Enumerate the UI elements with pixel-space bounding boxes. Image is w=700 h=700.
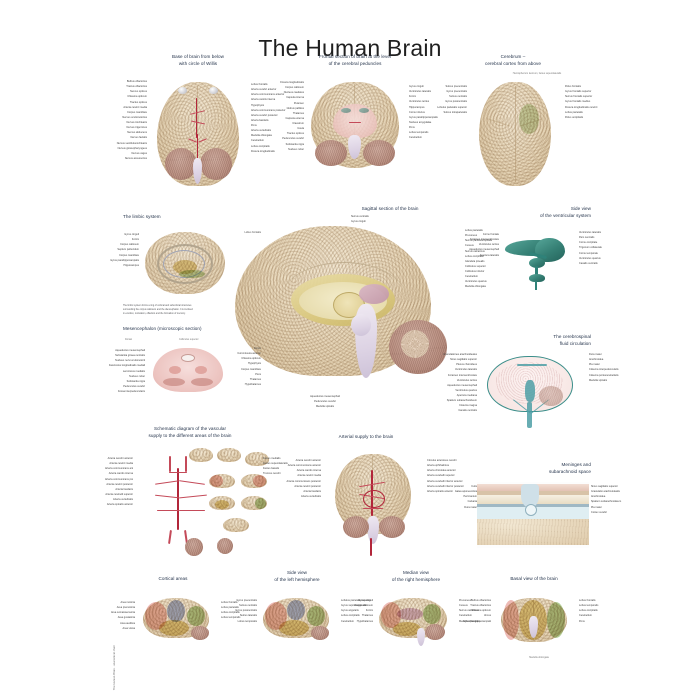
right-hemisphere-illustration xyxy=(373,594,457,650)
right-hemisphere-labels-left: Gyrus cinguli Corpus callosum Fornix Tha… xyxy=(354,599,373,623)
basal-view-labels-right: Lobus frontalis Lobus temporalis Lobus o… xyxy=(579,599,599,623)
cerebrum-above-labels-left: Sulcus precentralis Gyrus precentralis S… xyxy=(437,85,467,114)
cortical-areas-labels-left: Area motoria Area premotoria Area somato… xyxy=(110,601,135,630)
sagittal-labels-left-upper: Lobus frontalis xyxy=(244,231,261,234)
anatomical-poster: The Human Brain Base of brain from below… xyxy=(105,0,621,700)
mesencephalon-sublabel-right: Colliculus superior xyxy=(179,338,199,341)
page-margin-left xyxy=(0,0,105,700)
basal-view-labels-left: Bulbus olfactorius Tractus olfactorius C… xyxy=(463,599,491,623)
cerebrum-above-inset-note: Hemispherium dextrum, facies superolater… xyxy=(512,72,562,75)
panel-basal-view: Basal view of the brain xyxy=(479,576,589,583)
limbic-system-illustration xyxy=(139,230,231,302)
ventricular-labels-left: Cornu frontale Foramen interventriculare… xyxy=(469,233,499,257)
panel-heading: The cerebrospinal fluid circulation xyxy=(553,334,591,346)
left-hemisphere-labels-left: Gyrus precentralis Sulcus centralis Gyru… xyxy=(235,599,257,623)
arterial-supply-labels-left: Arteria cerebri anterior Arteria communi… xyxy=(286,459,321,498)
panel-base-of-brain: Base of brain from below with circle of … xyxy=(123,54,273,67)
panel-cortical-areas: Cortical areas xyxy=(125,576,221,583)
panel-ventricular-system: Side view of the ventricular system xyxy=(483,206,591,219)
frontal-section-labels-right: Gyrus cinguli Ventriculus lateralis Forn… xyxy=(409,85,438,140)
basal-view-illustration xyxy=(491,594,577,652)
sagittal-labels-top: Sulcus centralis Gyrus cinguli xyxy=(351,215,369,224)
panel-heading: Cerebrum – cerebral cortex from above xyxy=(485,54,541,66)
panel-cerebrum-above: Cerebrum – cerebral cortex from above xyxy=(443,54,583,67)
limbic-footnote: The limbic system forms a ring of cortic… xyxy=(123,305,193,316)
meninges-illustration xyxy=(477,482,589,548)
panel-arterial-supply: Arterial supply to the brain xyxy=(301,434,431,441)
panel-heading: Meninges and subarachnoid space xyxy=(548,462,591,474)
base-of-brain-labels-left: Bulbus olfactorius Tractus olfactorius N… xyxy=(116,80,147,160)
panel-limbic-system: The limbic system xyxy=(123,214,219,221)
ventricular-labels-right: Ventriculus lateralis Pars centralis Cor… xyxy=(579,231,602,265)
page-margin-right xyxy=(595,0,700,700)
ventricular-system-illustration xyxy=(499,228,577,292)
side-credit: The Human Brain · anatomical chart xyxy=(113,644,116,690)
right-hemisphere-labels-right: Precuneus Cuneus Sulcus calcarinus Cereb… xyxy=(459,599,480,623)
mesencephalon-sublabel-left: Dorsal xyxy=(125,338,132,341)
panel-heading: Side view of the ventricular system xyxy=(539,206,591,218)
panel-heading: Cortical areas xyxy=(158,576,188,581)
cerebrum-above-illustration xyxy=(467,78,563,190)
panel-meninges: Meninges and subarachnoid space xyxy=(487,462,591,475)
cerebrum-above-labels-right: Polus frontalis Gyrus frontalis superior… xyxy=(565,85,598,119)
panel-heading: Median view of the right hemisphere xyxy=(391,570,441,582)
panel-csf-circulation: The cerebrospinal fluid circulation xyxy=(485,334,591,347)
cortical-areas-illustration xyxy=(135,594,219,650)
base-of-brain-labels-right: Lobus frontalis Arteria cerebri anterior… xyxy=(251,83,286,153)
panel-sagittal-section: Sagittal section of the brain xyxy=(295,206,485,213)
panel-heading: Sagittal section of the brain xyxy=(361,206,419,211)
base-of-brain-illustration xyxy=(147,76,249,194)
csf-labels-left: Granulationes arachnoideales Sinus sagit… xyxy=(443,353,477,413)
panel-left-hemisphere: Side view of the left hemisphere xyxy=(245,570,349,583)
arterial-supply-illustration xyxy=(321,450,425,558)
sagittal-labels-left-lower: Fornix Commissura anterior Chiasma optic… xyxy=(237,347,261,386)
mesencephalon-labels-left: Aqueductus mesencephali Substantia grise… xyxy=(109,349,145,393)
mesencephalon-illustration xyxy=(145,344,231,398)
panel-heading: Schematic diagram of the vascular supply… xyxy=(148,426,232,438)
panel-heading: Arterial supply to the brain xyxy=(338,434,394,439)
panel-vascular-schematic: Schematic diagram of the vascular supply… xyxy=(115,426,265,439)
panel-frontal-section: Frontal section of brain at the level of… xyxy=(280,54,430,67)
panel-mesencephalon: Mesencephalon (microscopic section) xyxy=(123,326,243,333)
frontal-section-illustration xyxy=(303,78,407,194)
left-hemisphere-illustration xyxy=(257,594,339,650)
sagittal-labels-right: Lobus parietalis Precuneus Sulcus pariet… xyxy=(465,229,493,289)
vascular-schematic-inset-labels: Facies medialis Facies superolateralis F… xyxy=(263,457,288,476)
panel-heading: The limbic system xyxy=(123,214,161,219)
csf-labels-right: Dura mater Arachnoidea Pia mater Cistern… xyxy=(589,353,619,382)
panel-heading: Side view of the left hemisphere xyxy=(274,570,320,582)
frontal-section-labels-left: Fissura longitudinalis Corpus callosum N… xyxy=(280,81,304,151)
panel-right-hemisphere: Median view of the right hemisphere xyxy=(361,570,471,583)
panel-heading: Mesencephalon (microscopic section) xyxy=(123,326,202,331)
arterial-supply-labels-right: Circulus arteriosus cerebri Arteria opht… xyxy=(427,459,464,493)
vascular-schematic-illustration xyxy=(125,448,275,560)
cortical-areas-labels-right: Lobus frontalis Lobus parietalis Lobus o… xyxy=(221,601,241,620)
meninges-labels-left: Cutis Galea aponeurotica Pericranium Cal… xyxy=(454,485,477,509)
meninges-labels-right: Sinus sagittalis superior Granulatio ara… xyxy=(591,485,622,514)
panel-heading: Basal view of the brain xyxy=(510,576,558,581)
limbic-labels-left: Gyrus cinguli Fornix Corpus callosum Sep… xyxy=(110,233,139,267)
sagittal-labels-bottom: Aqueductus mesencephali Pedunculus cereb… xyxy=(310,395,340,409)
basal-view-bottom-label: Medulla oblongata xyxy=(529,656,549,659)
csf-circulation-illustration xyxy=(477,352,587,434)
left-hemisphere-labels-right: Lobulus parietalis superior Gyrus supram… xyxy=(341,599,371,623)
page-title: The Human Brain xyxy=(258,35,442,62)
panel-heading: Base of brain from below with circle of … xyxy=(171,54,224,66)
vascular-schematic-labels-left: Arteria cerebri anterior Arteria cerebri… xyxy=(105,457,133,507)
sagittal-section-illustration xyxy=(229,222,463,412)
panel-heading: Frontal section of brain at the level of… xyxy=(318,54,392,66)
